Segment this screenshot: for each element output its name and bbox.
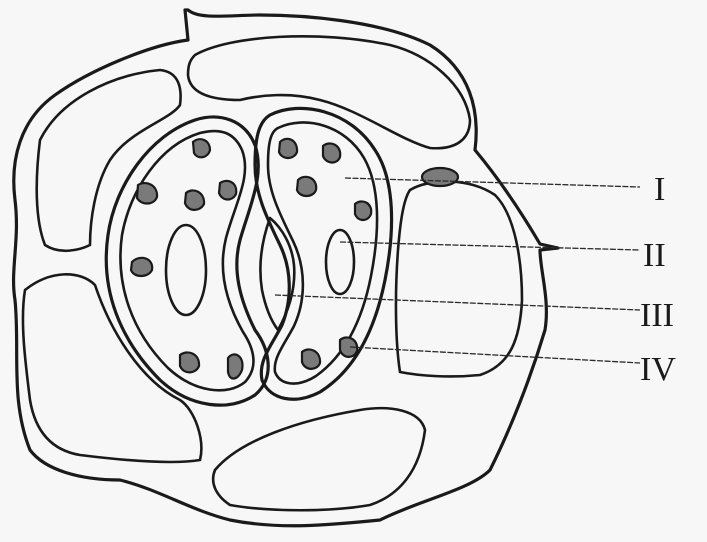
chloroplast-right-5 — [302, 349, 320, 368]
label-II: II — [643, 237, 666, 274]
cell-right — [396, 182, 522, 377]
label-I: I — [654, 171, 665, 208]
nucleus-right-cell — [422, 168, 458, 186]
guard-cell-left-group — [106, 117, 268, 405]
chloroplast-right-2 — [323, 143, 340, 162]
cell-top — [188, 36, 470, 148]
chloroplast-left-6 — [180, 352, 199, 372]
chloroplast-left-1 — [193, 139, 210, 157]
label-IV: IV — [640, 351, 676, 388]
chloroplast-left-4 — [219, 181, 236, 200]
labels: I II III IV — [640, 171, 676, 388]
epidermal-tissue — [14, 10, 558, 526]
chloroplast-left-5 — [131, 258, 152, 276]
vacuole-left — [166, 225, 206, 315]
chloroplast-right-1 — [279, 139, 297, 158]
label-III: III — [640, 297, 674, 334]
guard-cell-right-group — [255, 108, 392, 399]
cell-bottom — [213, 408, 425, 510]
leader-line-III — [275, 295, 640, 310]
chloroplast-left-3 — [185, 190, 204, 209]
chloroplast-left-7 — [228, 354, 243, 378]
leader-line-II — [340, 242, 640, 250]
vacuole-right — [326, 230, 354, 294]
chloroplast-right-3 — [297, 177, 316, 196]
chloroplast-left-2 — [137, 183, 157, 203]
leader-line-IV — [350, 347, 640, 363]
leader-lines — [275, 178, 640, 363]
chloroplast-right-4 — [355, 201, 371, 220]
